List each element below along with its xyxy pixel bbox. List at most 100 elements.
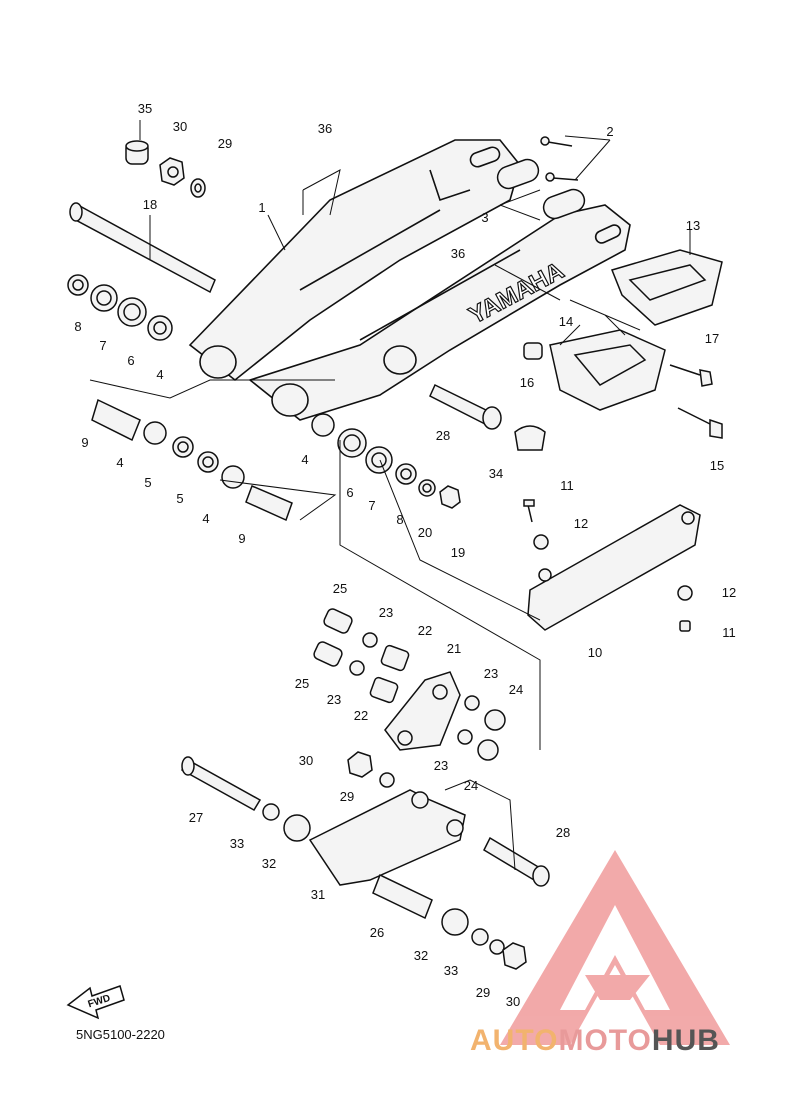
callout-11: 11	[722, 625, 736, 640]
part-3-plates	[496, 158, 586, 220]
part-6-bearing-right	[337, 428, 367, 458]
callout-9: 9	[238, 531, 245, 546]
diagram-code: 5NG5100-2220	[76, 1027, 165, 1042]
part-7-seal-right	[365, 446, 393, 474]
callout-23: 23	[484, 666, 498, 681]
callout-9: 9	[81, 435, 88, 450]
watermark-part-hub: HUB	[651, 1024, 720, 1057]
part-5-seal-a	[172, 436, 194, 458]
part-24-bushing-b	[477, 739, 499, 761]
callout-33: 33	[444, 963, 458, 978]
part-30-nut-bottom	[502, 942, 527, 970]
callout-36: 36	[451, 246, 465, 261]
part-20-washer	[418, 479, 436, 497]
part-12-washer-b	[677, 585, 693, 601]
part-28-bolt-upper	[429, 383, 502, 430]
watermark-wordmark: AUTOMOTOHUB	[470, 1024, 720, 1058]
callout-6: 6	[346, 485, 353, 500]
callout-25: 25	[333, 581, 347, 596]
callout-29: 29	[218, 136, 232, 151]
part-29-washer-bottom	[489, 939, 505, 955]
callout-23: 23	[379, 605, 393, 620]
callout-6: 6	[127, 353, 134, 368]
part-4-bearing-b	[143, 421, 167, 445]
part-16-collar	[523, 342, 543, 360]
callout-18: 18	[143, 197, 157, 212]
callout-12: 12	[574, 516, 588, 531]
callout-36: 36	[318, 121, 332, 136]
callout-7: 7	[99, 338, 106, 353]
callout-13: 13	[686, 218, 700, 233]
callout-22: 22	[418, 623, 432, 638]
leader-lines	[89, 120, 691, 871]
callout-29: 29	[476, 985, 490, 1000]
callout-35: 35	[138, 101, 152, 116]
part-25-collar-b	[313, 641, 343, 667]
part-23-washer-a	[362, 632, 378, 648]
part-27-bolt	[180, 756, 262, 812]
part-8-seal-left	[67, 274, 89, 296]
callout-27: 27	[189, 810, 203, 825]
callout-2: 2	[606, 124, 613, 139]
watermark-triangle-logo	[500, 850, 730, 1045]
part-30-nut-top	[159, 157, 185, 186]
callout-14: 14	[559, 314, 573, 329]
part-11-bolt-a	[523, 499, 535, 523]
callout-8: 8	[396, 512, 403, 527]
callout-22: 22	[354, 708, 368, 723]
callout-28: 28	[556, 825, 570, 840]
part-23-washer-c	[464, 695, 480, 711]
part-9-collar-a	[91, 398, 141, 442]
callout-5: 5	[144, 475, 151, 490]
callout-4: 4	[301, 452, 308, 467]
callout-4: 4	[202, 511, 209, 526]
callout-32: 32	[414, 948, 428, 963]
part-5-seal-b	[197, 451, 219, 473]
part-23-washer-d	[457, 729, 473, 745]
callout-32: 32	[262, 856, 276, 871]
part-29-washer-mid	[379, 772, 395, 788]
callout-21: 21	[447, 641, 461, 656]
callout-4: 4	[116, 455, 123, 470]
callout-20: 20	[418, 525, 432, 540]
callout-23: 23	[434, 758, 448, 773]
part-35-cap	[125, 140, 149, 165]
callout-25: 25	[295, 676, 309, 691]
part-31-connecting-rod	[308, 789, 466, 886]
part-26-collar	[372, 873, 433, 920]
callout-26: 26	[370, 925, 384, 940]
watermark-part-moto: MOTO	[558, 1024, 652, 1057]
part-13-chain-guide	[610, 249, 723, 326]
part-2-screws	[540, 136, 579, 182]
callout-5: 5	[176, 491, 183, 506]
part-34-cap	[514, 425, 546, 451]
callout-23: 23	[327, 692, 341, 707]
callout-28: 28	[436, 428, 450, 443]
callout-8: 8	[74, 319, 81, 334]
callout-16: 16	[520, 375, 534, 390]
part-7-seal-left	[90, 284, 118, 312]
callout-11: 11	[560, 478, 574, 493]
part-10-arm	[527, 504, 701, 631]
callout-30: 30	[299, 753, 313, 768]
part-4-bearing-left	[147, 315, 173, 341]
part-4-bearing-c	[221, 465, 245, 489]
part-33-washer-b	[471, 928, 489, 946]
part-4-bearing-d	[311, 413, 335, 437]
callout-17: 17	[705, 331, 719, 346]
part-25-collar-a	[323, 608, 353, 634]
part-9-collar-b	[245, 485, 293, 522]
fwd-arrow-icon: FWD	[66, 985, 125, 1020]
part-23-washer-b	[349, 660, 365, 676]
part-29-washer-top	[190, 178, 206, 198]
part-14-chain-support	[549, 329, 666, 411]
part-28-bolt-lower	[483, 836, 550, 887]
watermark-part-auto: AUTO	[470, 1024, 559, 1057]
callout-12: 12	[722, 585, 736, 600]
part-30-nut-mid	[347, 751, 373, 778]
callout-33: 33	[230, 836, 244, 851]
part-32-collar-b	[441, 908, 469, 936]
callout-24: 24	[509, 682, 523, 697]
